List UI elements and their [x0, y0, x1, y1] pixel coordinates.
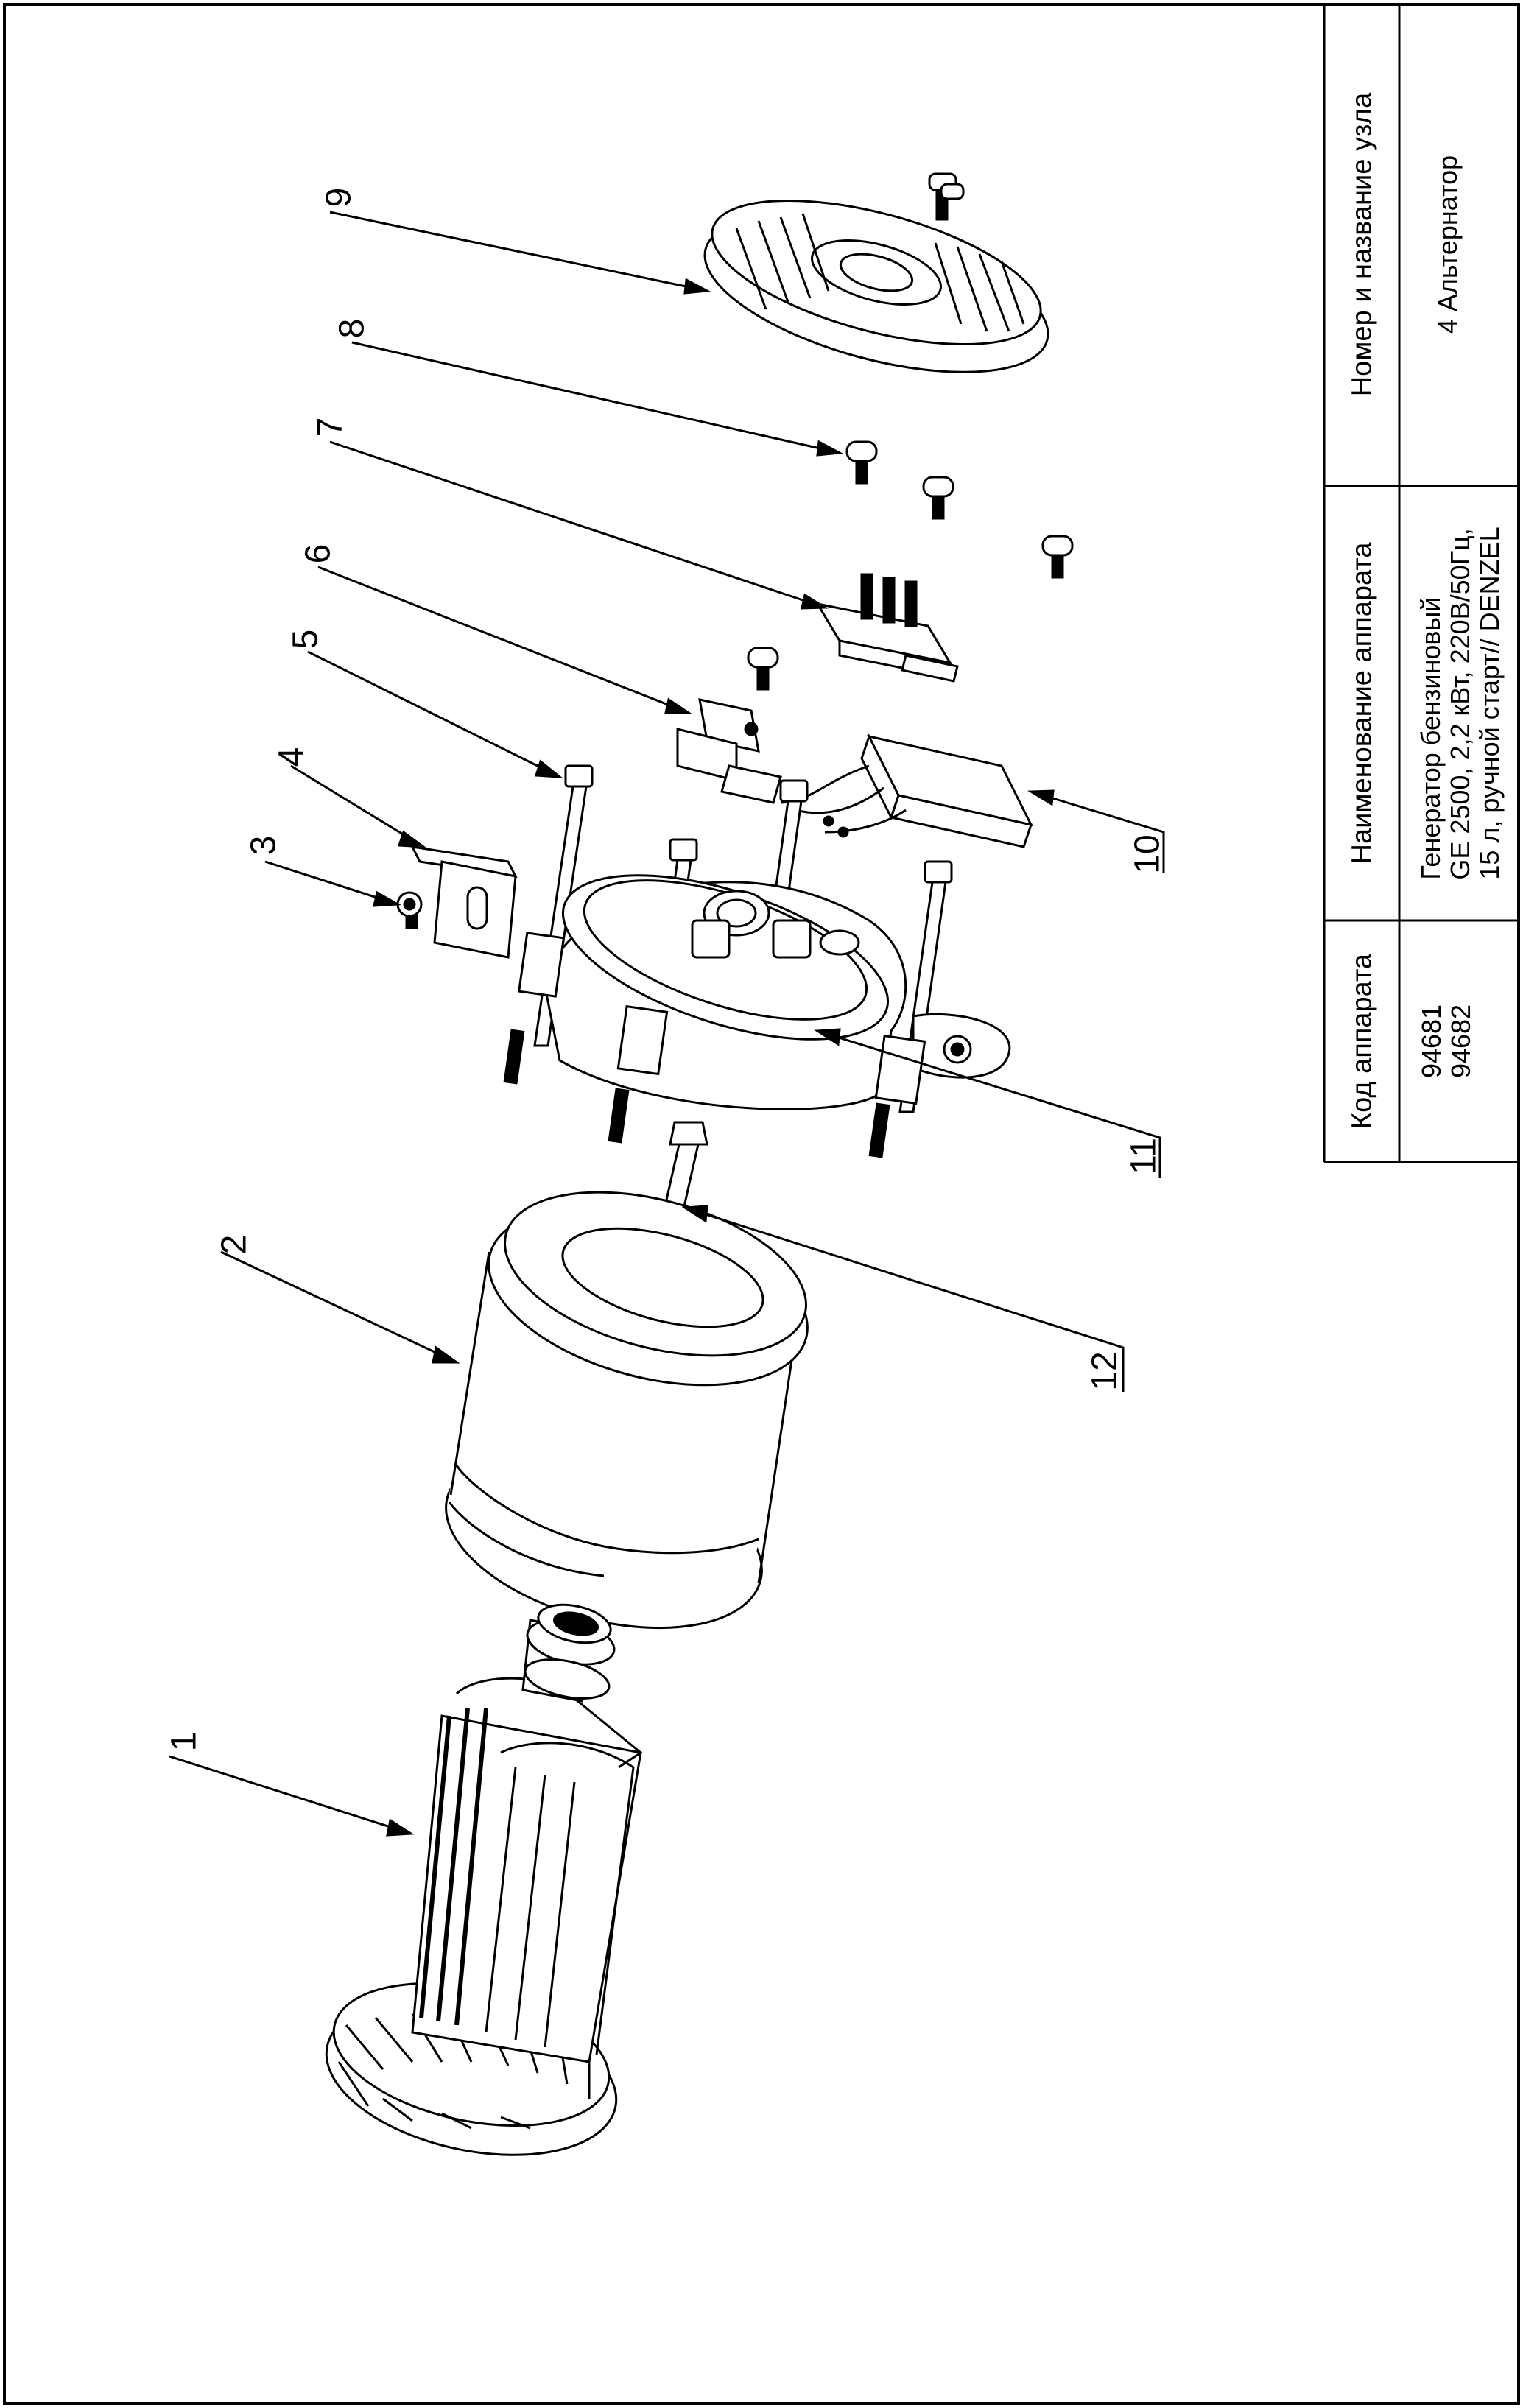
part-11-rear-housing — [517, 874, 1011, 1110]
part-2-stator — [445, 1191, 809, 1630]
apparatus-name-line-2: GE 2500, 2,2 кВт, 220В/50Гц, — [1445, 528, 1475, 880]
part-9-screws — [928, 172, 965, 221]
apparatus-name-line-3: 15 л, ручной старт// DENZEL — [1474, 527, 1505, 880]
header-unit: Номер и название узла — [1346, 92, 1378, 397]
callout-6: 6 — [298, 543, 338, 564]
apparatus-code-2: 94682 — [1446, 1004, 1476, 1079]
callout-10: 10 — [1128, 834, 1167, 874]
header-code: Код аппарата — [1346, 953, 1378, 1130]
callout-8: 8 — [332, 318, 372, 339]
callout-7: 7 — [310, 417, 350, 437]
part-6-brush-holder — [676, 698, 782, 804]
part-1-rotor — [325, 1603, 643, 2156]
apparatus-name-line-1: Генератор бензиновый — [1415, 596, 1446, 880]
callout-5: 5 — [286, 629, 326, 649]
callout-3: 3 — [244, 835, 284, 856]
part-4-bracket — [410, 845, 518, 959]
apparatus-name: Генератор бензиновый GE 2500, 2,2 кВт, 2… — [1415, 527, 1505, 880]
part-3-nut — [396, 891, 423, 929]
callout-4: 4 — [272, 747, 312, 767]
part-9-end-cover — [703, 199, 1049, 373]
callout-9: 9 — [319, 187, 359, 208]
outer-frame — [3, 3, 1520, 2405]
apparatus-codes: 94681 94682 — [1416, 1004, 1476, 1079]
part-10-regulator — [780, 733, 1033, 848]
callout-1: 1 — [164, 1731, 204, 1752]
title-block-grid — [1323, 4, 1519, 1163]
apparatus-code-1: 94681 — [1416, 1004, 1446, 1079]
callout-11: 11 — [1124, 1138, 1164, 1175]
part-8-screws — [747, 440, 1074, 691]
callout-12: 12 — [1085, 1351, 1125, 1391]
header-name: Наименование аппарата — [1346, 542, 1378, 865]
callout-2: 2 — [214, 1234, 254, 1255]
leader-lines — [169, 211, 1165, 1837]
part-7-terminal-block — [815, 573, 959, 683]
unit-name: 4 Альтернатор — [1432, 155, 1463, 334]
